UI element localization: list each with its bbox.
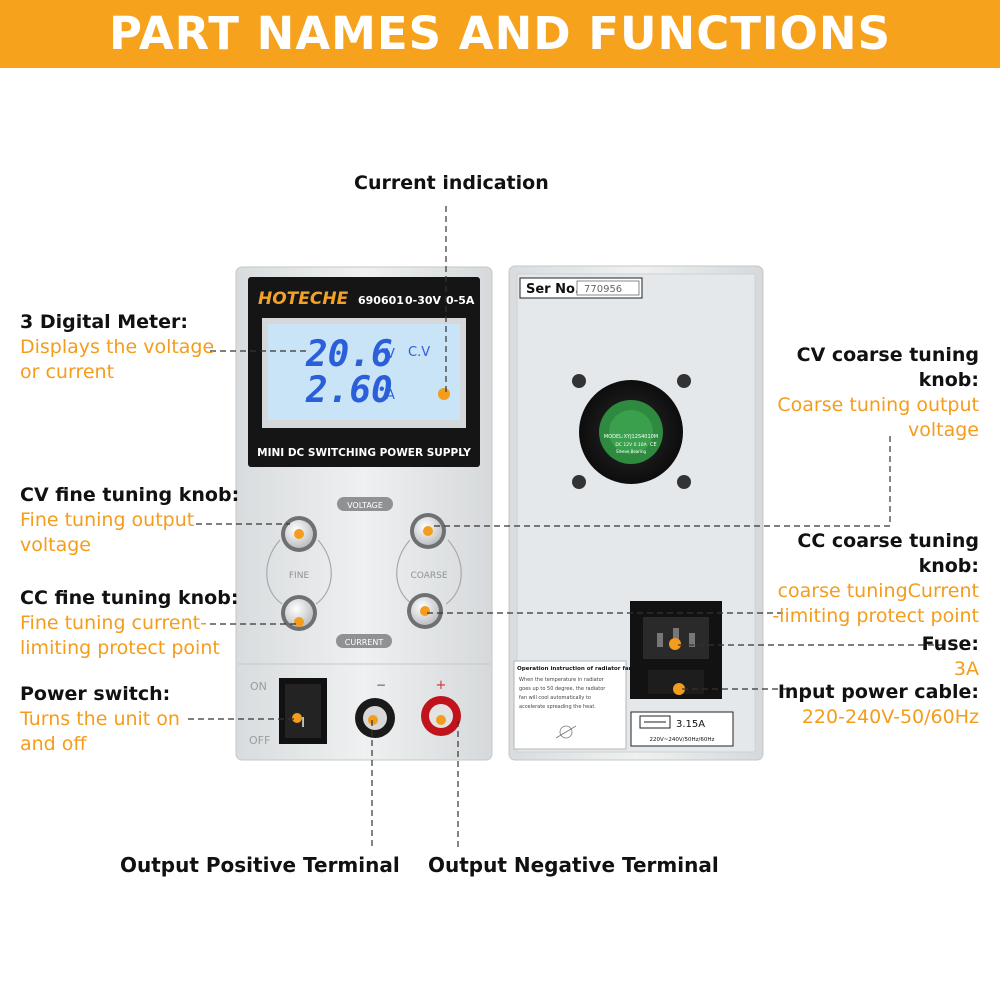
power-switch: I bbox=[279, 678, 327, 744]
label-digital-meter: 3 Digital Meter: Displays the voltage or… bbox=[20, 310, 214, 385]
digital-meter-desc-1: Displays the voltage bbox=[20, 336, 215, 358]
serial-number: 770956 bbox=[584, 284, 622, 295]
cooling-fan: MODEL:XYJ12S4010M DC 12V 0.10A Sleeve Be… bbox=[572, 374, 691, 489]
power-switch-desc-1: Turns the unit on bbox=[20, 708, 180, 730]
fuse-rating-plate: 3.15A 220V~240V/50Hz/60Hz bbox=[630, 711, 734, 747]
serial-label: Ser No. bbox=[526, 282, 580, 297]
lcd-current-value: 2.60 bbox=[305, 370, 393, 411]
on-label: ON bbox=[250, 680, 267, 693]
lcd-voltage-unit: V bbox=[386, 347, 395, 362]
digital-meter-desc-2: or current bbox=[20, 361, 115, 383]
fan-bearing: Sleeve Bearing bbox=[616, 449, 647, 454]
power-inlet-module bbox=[630, 601, 722, 699]
notice-line-1: When the temperature in radiator bbox=[519, 677, 605, 683]
negative-terminal bbox=[355, 698, 395, 738]
current-indicator-led bbox=[438, 388, 450, 400]
cv-coarse-desc-2: voltage bbox=[908, 419, 979, 441]
fuse-spec: 220V~240V/50Hz/60Hz bbox=[650, 737, 715, 743]
label-fuse: Fuse: 3A bbox=[922, 632, 979, 682]
notice-title: Operation instruction of radiator fan bbox=[517, 666, 633, 672]
front-panel: HOTECHE 690601 0-30V 0-5A 20.6 V C.V 2.6… bbox=[235, 266, 493, 761]
input-power-desc: 220-240V-50/60Hz bbox=[801, 706, 979, 728]
current-badge: CURRENT bbox=[345, 638, 384, 647]
label-output-negative: Output Negative Terminal bbox=[428, 853, 719, 877]
lcd-current-unit: A bbox=[386, 388, 395, 403]
label-cv-fine: CV fine tuning knob: Fine tuning output … bbox=[20, 483, 239, 558]
cv-fine-desc-1: Fine tuning output bbox=[20, 509, 195, 531]
fuse-rating: 3.15A bbox=[676, 719, 705, 730]
cc-coarse-desc-2: -limiting protect point bbox=[772, 605, 979, 627]
cc-fine-title: CC fine tuning knob: bbox=[20, 587, 239, 609]
cv-coarse-title-1: CV coarse tuning bbox=[796, 344, 979, 366]
current-indication-title: Current indication bbox=[354, 172, 549, 194]
power-switch-title: Power switch: bbox=[20, 683, 171, 705]
panel-name: MINI DC SWITCHING POWER SUPPLY bbox=[257, 447, 471, 459]
cc-fine-desc-2: limiting protect point bbox=[20, 637, 220, 659]
label-power-switch: Power switch: Turns the unit on and off bbox=[20, 682, 180, 757]
cv-coarse-title-2: knob: bbox=[918, 369, 979, 391]
cc-fine-knob bbox=[281, 595, 317, 631]
label-current-indication: Current indication bbox=[354, 171, 549, 196]
notice-line-4: accelerate spreading the heat. bbox=[519, 704, 596, 710]
off-label: OFF bbox=[249, 734, 270, 747]
notice-line-3: fan will cool automatically to bbox=[519, 695, 591, 701]
plus-mark: + bbox=[436, 678, 447, 693]
label-cc-fine: CC fine tuning knob: Fine tuning current… bbox=[20, 586, 238, 661]
model-number: 690601 bbox=[358, 294, 404, 307]
leader-lines bbox=[188, 206, 944, 850]
notice-line-2: goes up to 50 degree, the radiator bbox=[519, 686, 606, 692]
label-cv-coarse: CV coarse tuning knob: Coarse tuning out… bbox=[777, 343, 979, 443]
title-banner bbox=[0, 0, 1000, 68]
label-output-positive: Output Positive Terminal bbox=[120, 853, 400, 877]
cc-coarse-desc-1: coarse tuningCurrent bbox=[777, 580, 979, 602]
fan-model: MODEL:XYJ12S4010M bbox=[604, 434, 658, 440]
brand-logo: HOTECHE bbox=[258, 289, 349, 309]
label-input-power: Input power cable: 220-240V-50/60Hz bbox=[778, 680, 979, 730]
voltage-badge: VOLTAGE bbox=[347, 501, 383, 510]
power-switch-desc-2: and off bbox=[20, 733, 87, 755]
cc-coarse-title-1: CC coarse tuning bbox=[797, 530, 979, 552]
digital-meter-title: 3 Digital Meter: bbox=[20, 311, 188, 333]
label-cc-coarse: CC coarse tuning knob: coarse tuningCurr… bbox=[772, 529, 979, 629]
leader-cv-coarse bbox=[430, 436, 891, 527]
current-range: 0-5A bbox=[446, 294, 475, 307]
fine-label: FINE bbox=[289, 571, 310, 581]
fan-ce-mark: CE bbox=[650, 442, 657, 448]
positive-terminal bbox=[421, 696, 461, 736]
cv-coarse-desc-1: Coarse tuning output bbox=[777, 394, 979, 416]
cv-coarse-knob bbox=[410, 513, 446, 549]
lcd-display bbox=[268, 324, 460, 420]
cv-fine-title: CV fine tuning knob: bbox=[20, 484, 240, 506]
back-panel: Ser No. 770956 MODEL:XYJ12S4010M DC 12V … bbox=[508, 265, 764, 761]
cv-fine-desc-2: voltage bbox=[20, 534, 91, 556]
page-title: PART NAMES AND FUNCTIONS bbox=[109, 7, 891, 60]
voltage-range: 0-30V bbox=[405, 294, 442, 307]
fuse-desc: 3A bbox=[953, 658, 979, 680]
cv-fine-knob bbox=[281, 516, 317, 552]
minus-mark: − bbox=[376, 678, 386, 692]
fan-spec: DC 12V 0.10A bbox=[615, 442, 647, 448]
lcd-voltage-value: 20.6 bbox=[305, 334, 393, 375]
coarse-label: COARSE bbox=[410, 571, 447, 581]
input-power-title: Input power cable: bbox=[777, 681, 979, 703]
cc-coarse-title-2: knob: bbox=[918, 555, 979, 577]
cc-fine-desc-1: Fine tuning current- bbox=[20, 612, 207, 634]
fan-notice-label: Operation instruction of radiator fan Wh… bbox=[513, 660, 633, 750]
switch-mark: I bbox=[301, 716, 305, 731]
lcd-mode-indicator: C.V bbox=[408, 345, 430, 360]
cc-coarse-knob bbox=[407, 593, 443, 629]
fuse-title: Fuse: bbox=[921, 633, 979, 655]
